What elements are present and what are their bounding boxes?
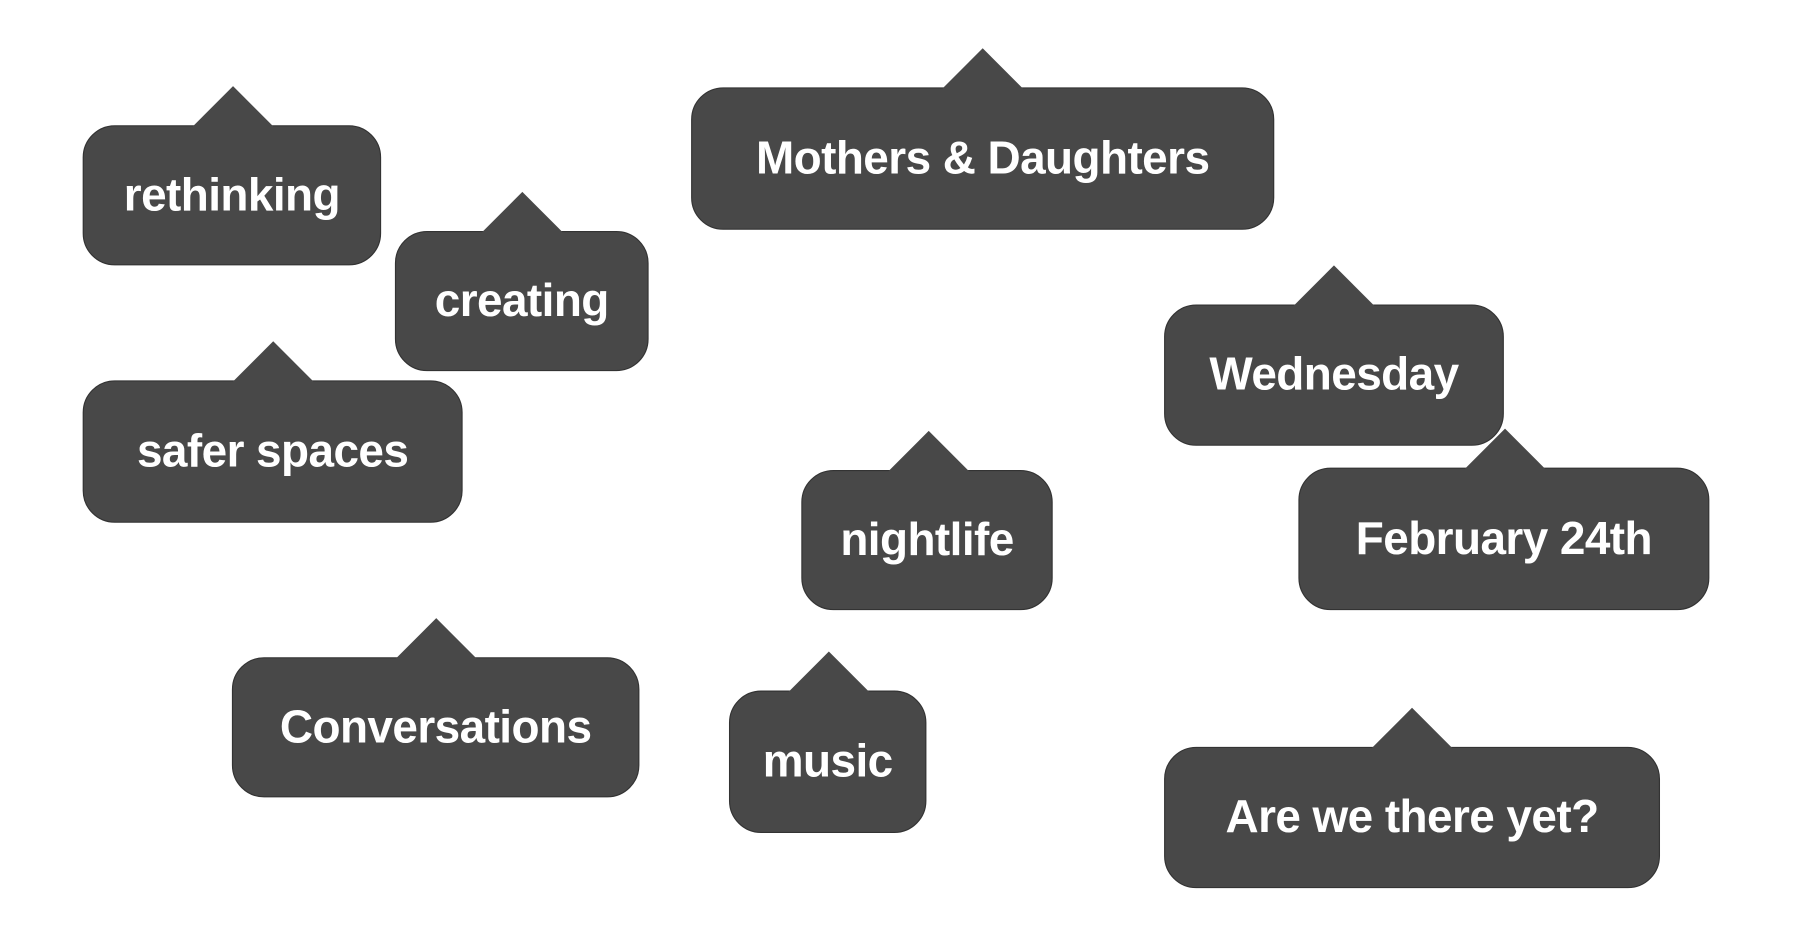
tag-bubble-wednesday: Wednesday: [1164, 265, 1504, 446]
pointer-arrow-icon: [231, 341, 315, 383]
pointer-arrow-icon: [191, 86, 275, 128]
tag-bubble-february: February 24th: [1298, 428, 1710, 611]
tag-bubble-creating: creating: [394, 191, 649, 372]
tag-bubble-nightlife: nightlife: [801, 430, 1053, 611]
pointer-arrow-icon: [1463, 428, 1547, 470]
tag-label: February 24th: [1355, 513, 1653, 564]
pointer-arrow-icon: [481, 191, 564, 234]
tag-bubble-are-we-there-yet: Are we there yet?: [1164, 707, 1661, 889]
pointer-arrow-icon: [887, 430, 971, 473]
tag-label: nightlife: [840, 514, 1014, 565]
tag-bubble-music: music: [728, 651, 927, 834]
pointer-arrow-icon: [787, 651, 871, 693]
tag-label: Are we there yet?: [1225, 791, 1600, 843]
tag-bubble-rethinking: rethinking: [82, 86, 382, 266]
tag-label: rethinking: [123, 169, 341, 221]
tag-bubble-conversations: Conversations: [231, 618, 640, 798]
tag-label: music: [762, 735, 893, 787]
tag-bubble-mothers-daughters: Mothers & Daughters: [691, 48, 1275, 230]
tag-label: Mothers & Daughters: [755, 132, 1210, 184]
tag-label: Wednesday: [1209, 349, 1459, 400]
pointer-arrow-icon: [1370, 707, 1454, 750]
tag-label: safer spaces: [136, 425, 409, 477]
tag-label: Conversations: [279, 701, 592, 753]
pointer-arrow-icon: [394, 618, 478, 660]
pointer-arrow-icon: [1292, 265, 1376, 307]
pointer-arrow-icon: [941, 48, 1025, 90]
tag-label: creating: [434, 275, 610, 326]
tag-bubble-safer-spaces: safer spaces: [82, 341, 463, 523]
